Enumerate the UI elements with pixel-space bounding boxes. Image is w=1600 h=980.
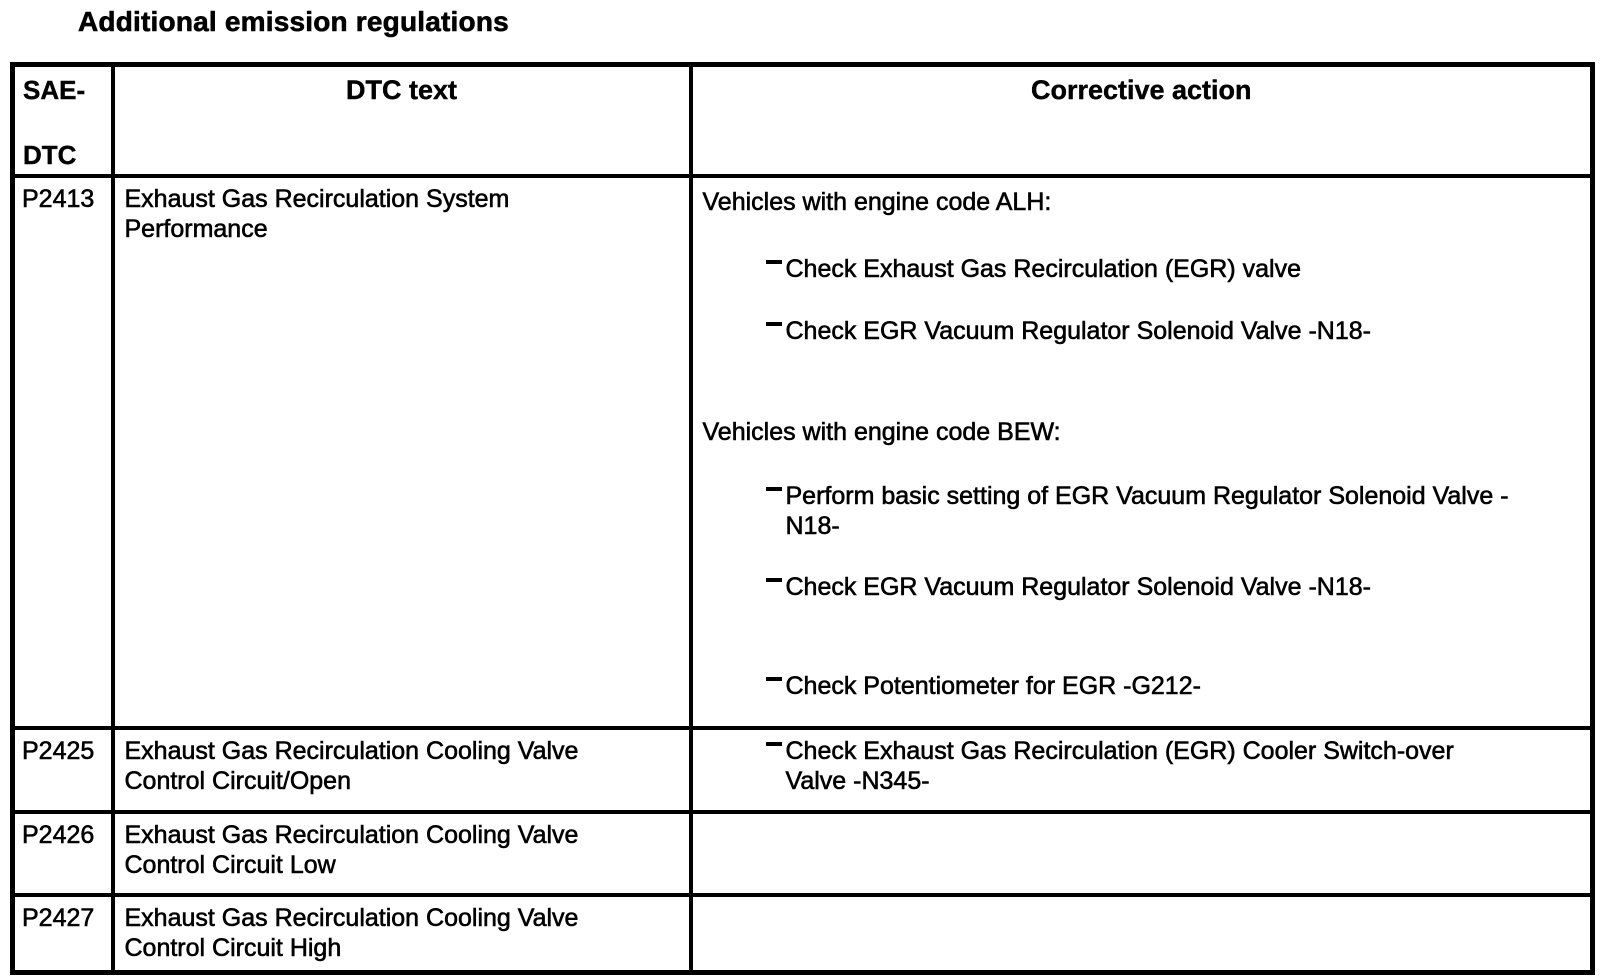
- dtc-description: Exhaust Gas Recirculation Cooling Valve …: [124, 820, 579, 879]
- corrective-action-cell: [688, 892, 1595, 975]
- dtc-text-cell: Exhaust Gas Recirculation System Perform…: [110, 173, 693, 730]
- page-title: Additional emission regulations: [78, 6, 509, 38]
- header-sae-dtc-line2: DTC: [23, 140, 77, 170]
- corrective-step-text: Perform basic setting of EGR Vacuum Regu…: [785, 481, 1509, 540]
- corrective-step: Check Exhaust Gas Recirculation (EGR) va…: [765, 254, 1581, 284]
- table-row: P2427 Exhaust Gas Recirculation Cooling …: [10, 892, 1595, 975]
- header-corrective-action: Corrective action: [688, 62, 1595, 178]
- dtc-description: Exhaust Gas Recirculation Cooling Valve …: [124, 903, 579, 962]
- dash-bullet-icon: [765, 577, 782, 582]
- engine-code-label: Vehicles with engine code ALH:: [702, 187, 1052, 216]
- corrective-step-text: Check Potentiometer for EGR -G212-: [785, 671, 1201, 700]
- corrective-action-cell: Vehicles with engine code ALH: Check Exh…: [688, 173, 1595, 730]
- dtc-description: Exhaust Gas Recirculation Cooling Valve …: [124, 736, 579, 795]
- dtc-description: Exhaust Gas Recirculation System Perform…: [124, 184, 510, 243]
- corrective-step: Check EGR Vacuum Regulator Solenoid Valv…: [765, 316, 1581, 346]
- dash-bullet-icon: [765, 259, 782, 264]
- table-header-row: SAE- DTC DTC text Corrective action: [10, 62, 1595, 178]
- corrective-step-text: Check Exhaust Gas Recirculation (EGR) va…: [785, 254, 1301, 283]
- dash-bullet-icon: [765, 741, 782, 746]
- dash-bullet-icon: [765, 486, 782, 491]
- corrective-step: Perform basic setting of EGR Vacuum Regu…: [765, 481, 1581, 541]
- corrective-step-text: Check Exhaust Gas Recirculation (EGR) Co…: [785, 736, 1454, 795]
- corrective-step: Check Potentiometer for EGR -G212-: [765, 671, 1581, 701]
- dash-bullet-icon: [765, 321, 782, 326]
- header-sae-dtc-line1: SAE-: [23, 75, 86, 105]
- engine-code-label: Vehicles with engine code BEW:: [702, 417, 1061, 446]
- dtc-table: SAE- DTC DTC text Corrective action P241…: [10, 62, 1595, 975]
- corrective-step: Check Exhaust Gas Recirculation (EGR) Co…: [765, 736, 1581, 796]
- dtc-text-cell: Exhaust Gas Recirculation Cooling Valve …: [110, 892, 693, 975]
- corrective-action-cell: Check Exhaust Gas Recirculation (EGR) Co…: [688, 725, 1595, 814]
- corrective-step: Check EGR Vacuum Regulator Solenoid Valv…: [765, 572, 1581, 602]
- dtc-code: P2413: [10, 173, 115, 730]
- corrective-action-cell: [688, 809, 1595, 897]
- dtc-code: P2425: [10, 725, 115, 814]
- dtc-text-cell: Exhaust Gas Recirculation Cooling Valve …: [110, 725, 693, 814]
- corrective-step-text: Check EGR Vacuum Regulator Solenoid Valv…: [785, 572, 1371, 601]
- dash-bullet-icon: [765, 676, 782, 681]
- table-row: P2425 Exhaust Gas Recirculation Cooling …: [10, 725, 1595, 814]
- table-row: P2413 Exhaust Gas Recirculation System P…: [10, 173, 1595, 730]
- table-row: P2426 Exhaust Gas Recirculation Cooling …: [10, 809, 1595, 897]
- header-dtc-text: DTC text: [110, 62, 693, 178]
- dtc-code: P2427: [10, 892, 115, 975]
- dtc-text-cell: Exhaust Gas Recirculation Cooling Valve …: [110, 809, 693, 897]
- header-sae-dtc: SAE- DTC: [10, 62, 115, 178]
- corrective-step-text: Check EGR Vacuum Regulator Solenoid Valv…: [785, 316, 1371, 345]
- dtc-code: P2426: [10, 809, 115, 897]
